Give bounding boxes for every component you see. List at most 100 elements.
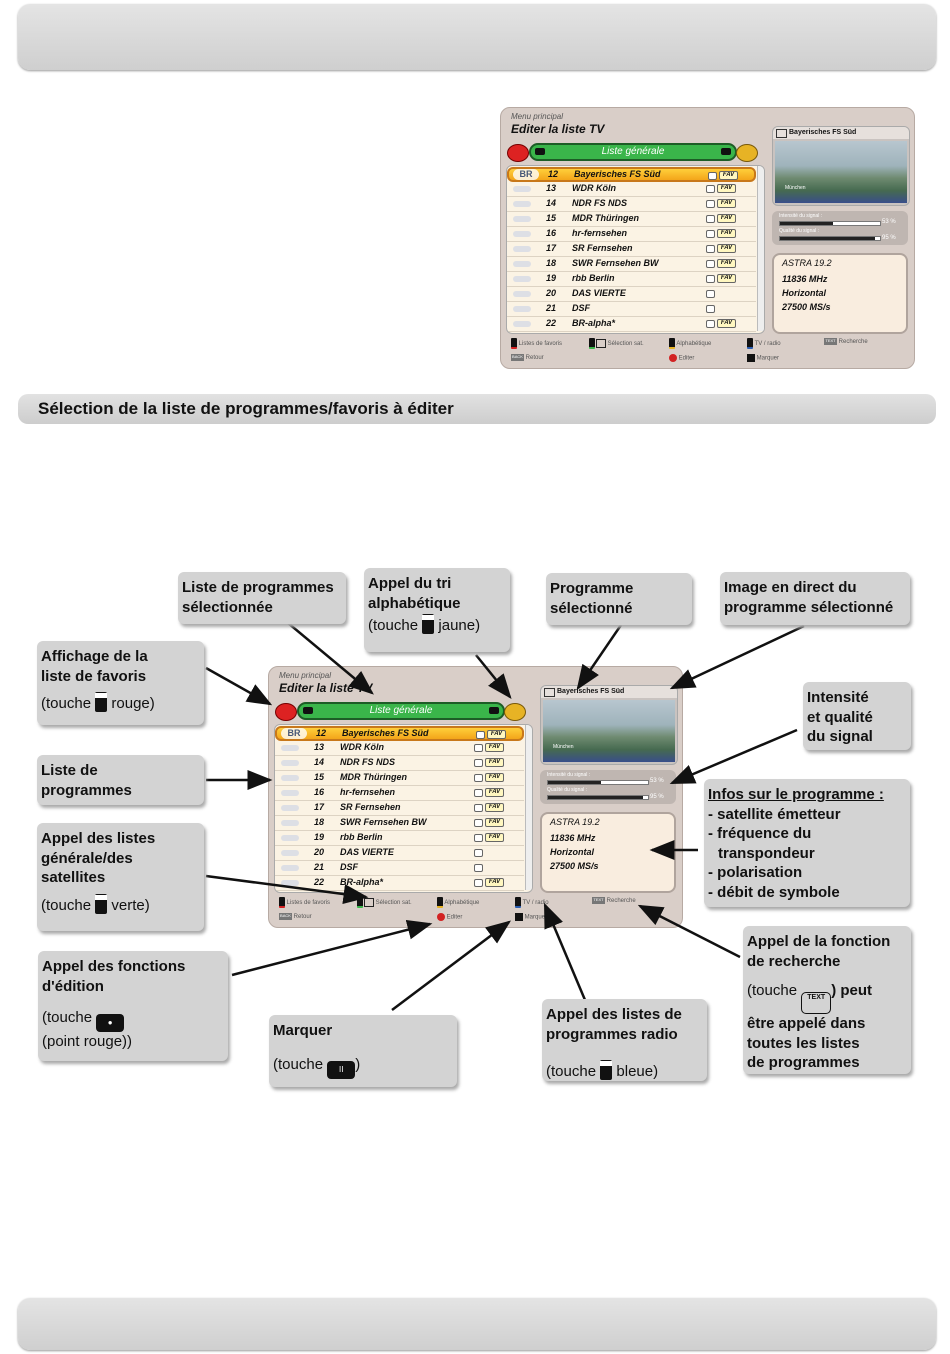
channel-row[interactable]: 22 BR-alpha* FAV <box>507 317 756 332</box>
scrollbar[interactable] <box>757 166 764 331</box>
section-heading-bar: Sélection de la liste de programmes/favo… <box>18 394 936 424</box>
channel-row[interactable]: 18 SWR Fernsehen BW FAV <box>507 257 756 272</box>
satellite: ASTRA 19.2 <box>782 258 832 268</box>
channel-row[interactable]: 21 DSF <box>507 302 756 317</box>
edit-icon <box>474 819 483 827</box>
red-button-indicator[interactable] <box>275 703 297 721</box>
channel-row[interactable]: 20 DAS VIERTE <box>507 287 756 302</box>
channel-logo-icon <box>281 820 299 826</box>
tv-icon <box>544 688 555 697</box>
channel-name: NDR FS NDS <box>572 198 628 208</box>
preview-title: Bayerisches FS Süd <box>557 688 625 695</box>
channel-name: hr-fernsehen <box>572 228 628 238</box>
legend-search: TEXT Recherche <box>824 338 868 346</box>
legend-mark: Marquer <box>747 354 779 362</box>
signal-panel: Intensité du signal : 53 % Qualité du si… <box>772 211 908 245</box>
channel-row[interactable]: 18 SWR Fernsehen BW FAV <box>275 816 524 831</box>
legend-back: BACK Retour <box>279 913 312 921</box>
channel-number: 20 <box>546 288 557 298</box>
scrollbar[interactable] <box>525 725 532 890</box>
channel-logo-icon <box>513 201 531 207</box>
fav-badge: FAV <box>717 229 736 238</box>
channel-name: DSF <box>340 862 358 872</box>
edit-icon <box>708 172 717 180</box>
symbol-rate: 27500 MS/s <box>782 302 831 312</box>
callout-mark: Marquer (touche II) <box>269 1015 457 1087</box>
callout-programme-info: Infos sur le programme : - satellite éme… <box>704 779 910 907</box>
channel-row[interactable]: 21 DSF <box>275 861 524 876</box>
channel-row[interactable]: BR 12 Bayerisches FS Süd FAV <box>507 167 756 182</box>
channel-logo-icon <box>513 186 531 192</box>
fav-badge: FAV <box>719 171 738 180</box>
signal-quality-value: 95 % <box>882 235 896 241</box>
channel-name: SR Fernsehen <box>340 802 401 812</box>
channel-name: SWR Fernsehen BW <box>340 817 427 827</box>
symbol-rate: 27500 MS/s <box>550 861 599 871</box>
yellow-button-indicator[interactable] <box>504 703 526 721</box>
channel-row[interactable]: 17 SR Fernsehen FAV <box>275 801 524 816</box>
programme-info: ASTRA 19.2 11836 MHz Horizontal 27500 MS… <box>772 253 908 334</box>
fav-badge: FAV <box>485 878 504 887</box>
channel-name: hr-fernsehen <box>340 787 396 797</box>
channel-row[interactable]: 15 MDR Thüringen FAV <box>507 212 756 227</box>
fav-badge: FAV <box>485 803 504 812</box>
channel-row[interactable]: 19 rbb Berlin FAV <box>507 272 756 287</box>
satellite: ASTRA 19.2 <box>550 817 600 827</box>
fav-badge: FAV <box>485 833 504 842</box>
edit-icon <box>706 275 715 283</box>
channel-number: 20 <box>314 847 325 857</box>
list-selector[interactable]: Liste générale <box>297 702 505 720</box>
channel-row[interactable]: 14 NDR FS NDS FAV <box>275 756 524 771</box>
pause-key-icon: II <box>327 1060 356 1079</box>
channel-logo-icon <box>281 790 299 796</box>
channel-number: 12 <box>316 728 327 738</box>
fav-badge: FAV <box>485 788 504 797</box>
channel-list[interactable]: BR 12 Bayerisches FS Süd FAV 13 WDR Köln… <box>274 724 533 893</box>
channel-row[interactable]: 13 WDR Köln FAV <box>507 182 756 197</box>
edit-icon <box>474 759 483 767</box>
channel-row[interactable]: 22 BR-alpha* FAV <box>275 876 524 891</box>
preview-title: Bayerisches FS Süd <box>789 129 857 136</box>
fav-badge: FAV <box>717 214 736 223</box>
frequency: 11836 MHz <box>550 833 596 843</box>
channel-name: SWR Fernsehen BW <box>572 258 659 268</box>
edit-icon <box>474 849 483 857</box>
fav-badge: FAV <box>717 199 736 208</box>
edit-icon <box>706 245 715 253</box>
legend-alpha: Alphabétique <box>437 897 479 908</box>
channel-logo-icon <box>513 216 531 222</box>
tv-radio-key-icon <box>600 1060 613 1080</box>
legend-alpha: Alphabétique <box>669 338 711 349</box>
preview-header: Bayerisches FS Süd <box>541 686 677 698</box>
red-button-indicator[interactable] <box>507 144 529 162</box>
legend-sat: Sélection sat. <box>589 338 644 349</box>
channel-logo: BR <box>513 169 539 180</box>
signal-panel: Intensité du signal : 53 % Qualité du si… <box>540 770 676 804</box>
preview-city: München <box>785 185 806 191</box>
channel-list[interactable]: BR 12 Bayerisches FS Süd FAV 13 WDR Köln… <box>506 165 765 334</box>
channel-row[interactable]: 14 NDR FS NDS FAV <box>507 197 756 212</box>
channel-row[interactable]: 16 hr-fernsehen FAV <box>275 786 524 801</box>
channel-row[interactable]: 13 WDR Köln FAV <box>275 741 524 756</box>
channel-row[interactable]: 20 DAS VIERTE <box>275 846 524 861</box>
channel-logo-icon <box>513 306 531 312</box>
edit-icon <box>706 320 715 328</box>
yellow-button-indicator[interactable] <box>736 144 758 162</box>
channel-number: 18 <box>314 817 325 827</box>
text-key-icon: TEXT <box>801 992 832 1014</box>
channel-row[interactable]: 19 rbb Berlin FAV <box>275 831 524 846</box>
edit-icon <box>706 185 715 193</box>
channel-row[interactable]: 16 hr-fernsehen FAV <box>507 227 756 242</box>
channel-logo-icon <box>281 775 299 781</box>
channel-row[interactable]: 15 MDR Thüringen FAV <box>275 771 524 786</box>
edit-icon <box>706 230 715 238</box>
channel-row[interactable]: BR 12 Bayerisches FS Süd FAV <box>275 726 524 741</box>
fav-badge: FAV <box>717 259 736 268</box>
signal-intensity-value: 53 % <box>882 219 896 225</box>
signal-intensity-bar <box>547 780 649 785</box>
footer-bar <box>18 1298 936 1350</box>
channel-row[interactable]: 17 SR Fernsehen FAV <box>507 242 756 257</box>
